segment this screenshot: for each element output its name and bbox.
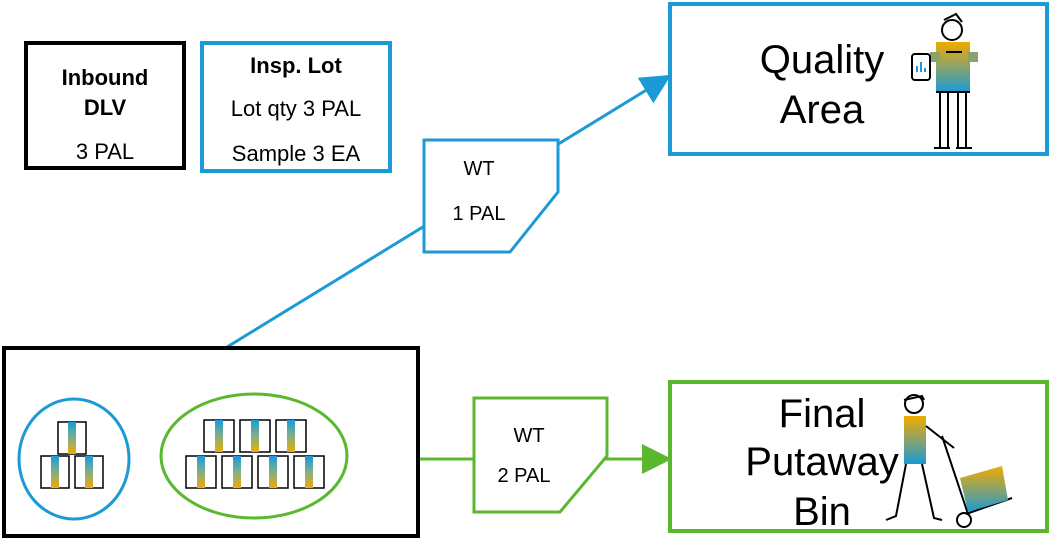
- goods-receipt-area-box: [2, 346, 420, 538]
- inspection-sample: Sample 3 EA: [231, 141, 361, 166]
- wt-quality-qty: 1 PAL: [452, 203, 506, 225]
- inspection-title: Insp. Lot: [250, 53, 342, 78]
- wt-quality-label: WT: [463, 158, 495, 180]
- quality-area-box: Quality Area: [668, 2, 1049, 156]
- inspection-lot-qty: Lot qty 3 PAL: [230, 96, 362, 121]
- inspector-person-icon: [911, 12, 978, 149]
- wt-final-qty: 2 PAL: [497, 465, 551, 487]
- final-bin-line2: Putaway: [745, 440, 899, 484]
- final-bin-line1: Final: [778, 392, 866, 436]
- worker-with-hand-truck-icon: [885, 394, 1013, 528]
- inbound-title-line2: DLV: [83, 95, 127, 120]
- wt-final-label: WT: [513, 425, 545, 447]
- inbound-delivery-box: Inbound DLV 3 PAL: [24, 41, 186, 170]
- inbound-title-line1: Inbound: [61, 65, 149, 90]
- final-putaway-bin-box: Final Putaway Bin: [668, 380, 1049, 533]
- final-bin-line3: Bin: [793, 490, 851, 534]
- quality-area-line1: Quality: [759, 38, 885, 82]
- quality-area-line2: Area: [779, 88, 865, 132]
- inspection-lot-box: Insp. Lot Lot qty 3 PAL Sample 3 EA: [200, 41, 392, 173]
- inbound-qty: 3 PAL: [75, 139, 135, 164]
